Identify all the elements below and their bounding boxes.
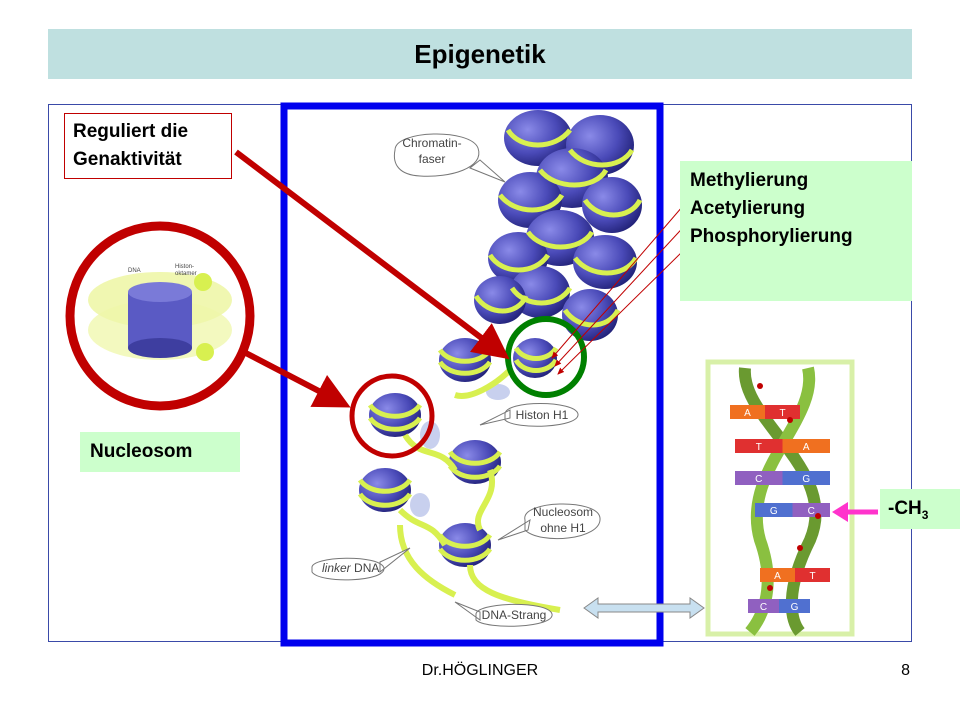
methylierung-pointer xyxy=(551,191,696,359)
gene-regulation-line1: Reguliert die xyxy=(73,121,189,142)
nucleosome-unit-5 xyxy=(357,468,413,512)
base-block xyxy=(755,503,793,517)
chromatin-fiber-callout: Chromatin- faser xyxy=(393,133,506,183)
base-block xyxy=(735,439,783,453)
base-block xyxy=(782,471,830,485)
reguliert-arrow xyxy=(234,149,510,360)
base-letter: A xyxy=(744,408,751,419)
phosphorylierung-pointer xyxy=(557,247,687,375)
dna-base-pairs: A T T A C G G C A T C G xyxy=(730,405,830,613)
base-block xyxy=(760,568,795,582)
base-block xyxy=(730,405,765,419)
methylierung-text: Methylierung xyxy=(690,170,809,191)
dna-helix-frame xyxy=(705,359,855,637)
base-block xyxy=(782,439,830,453)
base-letter: A xyxy=(803,442,810,453)
nucleosome-highlight-circle xyxy=(349,373,435,459)
nucleosome-unit-3 xyxy=(367,393,423,437)
nucleosom-ohne-label-line2: ohne H1 xyxy=(540,521,586,535)
nucleosome-unit-1 xyxy=(437,338,493,382)
linker-dna-callout: linker DNA xyxy=(311,547,411,581)
footer-author: Dr.HÖGLINGER xyxy=(421,662,539,679)
acetylierung-text: Acetylierung xyxy=(690,198,806,219)
scale-double-arrow xyxy=(583,597,705,619)
linker-dna-label: linker DNA xyxy=(322,561,379,575)
chromatin-label-line2: faser xyxy=(419,152,446,166)
base-letter: G xyxy=(791,602,799,613)
nucleosom-label: Nucleosom xyxy=(80,432,240,472)
base-block xyxy=(765,405,800,419)
page-number: 8 xyxy=(901,662,910,679)
slide-title: Epigenetik xyxy=(48,29,912,79)
base-letter: T xyxy=(809,571,815,582)
nucleosome-units xyxy=(357,338,561,613)
base-letter: T xyxy=(756,442,762,453)
base-block xyxy=(748,599,779,613)
base-block xyxy=(735,471,783,485)
histon-h1-callout: Histon H1 xyxy=(479,403,579,427)
base-block xyxy=(792,503,830,517)
dna-strang-callout: DNA-Strang xyxy=(454,601,553,627)
chromatin-fiber xyxy=(473,110,643,341)
base-letter: A xyxy=(774,571,781,582)
nucleosom-ohne-label-line1: Nucleosom xyxy=(533,505,593,519)
methyl-group-label: -CH3 xyxy=(880,489,960,529)
methyl-arrow-head xyxy=(832,502,848,522)
base-letter: T xyxy=(779,408,785,419)
acetylierung-pointer xyxy=(554,219,691,367)
gene-regulation-label: Reguliert die Genaktivität xyxy=(64,113,232,179)
base-letter: C xyxy=(760,602,767,613)
base-letter: C xyxy=(808,506,815,517)
inset-dna-label: DNA xyxy=(128,268,141,274)
dna-helix-inset: A T T A C G G C A T C G xyxy=(705,359,855,637)
base-block xyxy=(795,568,830,582)
base-block xyxy=(779,599,810,613)
nucleosome-inset-circle xyxy=(65,221,255,411)
nucleosome-inset: DNA Histon- oktamer xyxy=(65,221,255,411)
dna-strang-label: DNA-Strang xyxy=(482,608,547,622)
gene-regulation-line2: Genaktivität xyxy=(73,149,182,170)
modifications-label: Methylierung Acetylierung Phosphorylieru… xyxy=(680,161,912,301)
nucleosom-ohne-h1-callout: Nucleosom ohne H1 xyxy=(497,503,601,541)
nucleosom-arrow xyxy=(238,347,351,408)
base-letter: G xyxy=(770,506,778,517)
nucleosome-unit-6 xyxy=(437,523,493,567)
base-letter: C xyxy=(755,474,762,485)
histon-h1-label: Histon H1 xyxy=(516,408,569,422)
base-letter: G xyxy=(802,474,810,485)
nucleosome-unit-2 xyxy=(513,338,559,378)
phosphorylierung-text: Phosphorylierung xyxy=(690,226,853,247)
chromatin-illustration: Chromatin- faser Histon H1 Nucleosom ohn… xyxy=(280,102,664,647)
inset-histon-label-line2: oktamer xyxy=(175,271,197,277)
chromatin-label-line1: Chromatin- xyxy=(402,136,461,150)
inset-histon-label-line1: Histon- xyxy=(175,264,194,270)
